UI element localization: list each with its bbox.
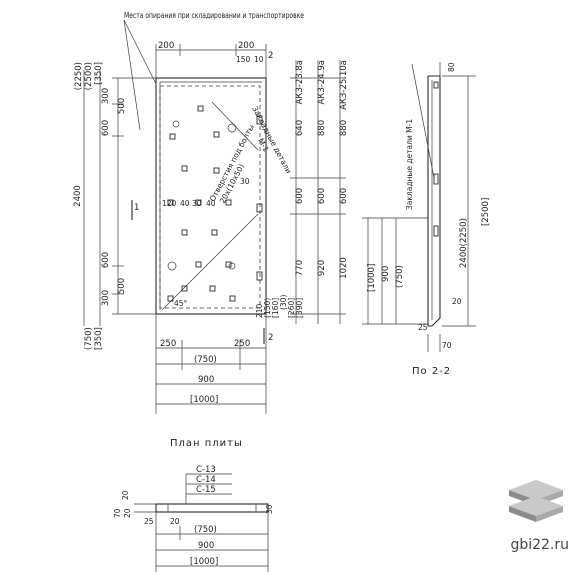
mid-dim-2: 40 bbox=[180, 199, 190, 208]
section11-label-2: С-14 bbox=[196, 475, 216, 485]
top-dim-2: 200 bbox=[238, 41, 254, 51]
right-small-1: 210 bbox=[255, 303, 264, 318]
left-dim-600-bottom: 600 bbox=[101, 252, 111, 268]
section-marker-2-bottom: 2 bbox=[268, 333, 273, 343]
section22-bottom-25: 25 bbox=[418, 323, 428, 332]
mid-dim-4: 30 bbox=[240, 177, 250, 186]
section-1-1: С-13 С-14 С-15 20 70 20 30 25 20 (750) 9… bbox=[113, 465, 274, 572]
mid-dim-3: 30 bbox=[192, 199, 202, 208]
col3-2: 600 bbox=[339, 188, 349, 204]
section-2-2: Закладные детали М-1 80 2400(2250) [2500… bbox=[362, 62, 491, 377]
section11-left-70: 70 bbox=[113, 508, 122, 518]
bottom-dim-1000: [1000] bbox=[190, 395, 218, 405]
angle-label: 45° bbox=[174, 299, 188, 308]
col1-2: 600 bbox=[295, 188, 305, 204]
left-dim-500-top: 500 bbox=[117, 98, 127, 114]
right-small-6: [390] bbox=[295, 298, 304, 318]
diagonal-45 bbox=[161, 213, 259, 311]
section11-bottom-900: 900 bbox=[198, 541, 214, 551]
section11-bottom-25: 25 bbox=[144, 517, 154, 526]
plan-view: Места опирания при складировании и транс… bbox=[73, 11, 349, 449]
bottom-dim-250-right: 250 bbox=[234, 339, 250, 349]
left-dim-300-top: 300 bbox=[101, 88, 111, 104]
site-logo-icon bbox=[509, 480, 563, 522]
left-dim-300-bottom: 300 bbox=[101, 290, 111, 306]
col2-2: 600 bbox=[317, 188, 327, 204]
section22-height: 2400(2250) bbox=[459, 218, 469, 268]
section-marker-1: 1 bbox=[134, 203, 139, 213]
mid-dim-5: 40 bbox=[206, 199, 216, 208]
section22-left-750: (750) bbox=[395, 265, 405, 288]
section11-profile bbox=[155, 503, 269, 513]
section11-bottom-750: (750) bbox=[194, 525, 217, 535]
support-note: Места опирания при складировании и транс… bbox=[124, 11, 304, 20]
section11-right-dim: 30 bbox=[265, 504, 274, 514]
col2-1: 880 bbox=[317, 120, 327, 136]
right-small-4: (30) bbox=[279, 295, 288, 310]
mid-dim-1: 120 bbox=[162, 199, 177, 208]
right-small-2: (150) bbox=[263, 298, 272, 318]
brand-label: gbi22.ru bbox=[510, 537, 569, 553]
left-dim-750: (750) bbox=[84, 327, 94, 350]
grade-3: АКЗ-25.10а bbox=[339, 60, 349, 110]
top-dim-4: 10 bbox=[254, 55, 264, 64]
section11-bottom-20: 20 bbox=[170, 517, 180, 526]
plan-title: План плиты bbox=[170, 438, 243, 449]
top-dim-1: 200 bbox=[158, 41, 174, 51]
left-dim-500-bottom: 500 bbox=[117, 278, 127, 294]
bottom-dim-900: 900 bbox=[198, 375, 214, 385]
col1-3: 770 bbox=[295, 260, 305, 276]
grade-2: АКЗ-24.9а bbox=[317, 60, 327, 105]
left-dim-2400: 2400 bbox=[73, 185, 83, 207]
bottom-dim-250-left: 250 bbox=[160, 339, 176, 349]
section22-title: По 2-2 bbox=[412, 366, 451, 377]
left-dim-350-bottom: [350] bbox=[94, 327, 104, 350]
top-dim-3: 150 bbox=[236, 55, 251, 64]
section22-left-1000: [1000] bbox=[367, 264, 377, 292]
right-small-5: [260] bbox=[287, 298, 296, 318]
section-marker-2-top: 2 bbox=[268, 51, 273, 61]
left-dim-2500: (2500) bbox=[84, 62, 94, 90]
section11-label-3: С-15 bbox=[196, 485, 216, 495]
col3-3: 1020 bbox=[339, 257, 349, 279]
left-dim-600-top: 600 bbox=[101, 120, 111, 136]
section11-bottom-1000: [1000] bbox=[190, 557, 218, 567]
section22-top-dim: 80 bbox=[447, 62, 456, 72]
left-dim-350-top: [350] bbox=[94, 62, 104, 85]
section22-left-900: 900 bbox=[381, 266, 391, 282]
slab-outline bbox=[155, 77, 267, 315]
section22-bottom-70: 70 bbox=[442, 341, 452, 350]
section-profile bbox=[427, 75, 441, 327]
col2-3: 920 bbox=[317, 260, 327, 276]
section22-bottom-20: 20 bbox=[452, 297, 462, 306]
bottom-dim-750: (750) bbox=[194, 355, 217, 365]
grade-1: АКЗ-23.8а bbox=[295, 60, 305, 105]
col1-1: 640 bbox=[295, 120, 305, 136]
left-dim-2250: (2250) bbox=[74, 62, 84, 90]
right-small-3: [160] bbox=[271, 298, 280, 318]
section11-label-1: С-13 bbox=[196, 465, 216, 475]
section22-height2: [2500] bbox=[481, 198, 491, 226]
section22-parts: Закладные детали М-1 bbox=[405, 119, 414, 210]
section11-left-20b: 20 bbox=[123, 508, 132, 518]
col3-1: 880 bbox=[339, 120, 349, 136]
section11-left-20a: 20 bbox=[121, 490, 130, 500]
